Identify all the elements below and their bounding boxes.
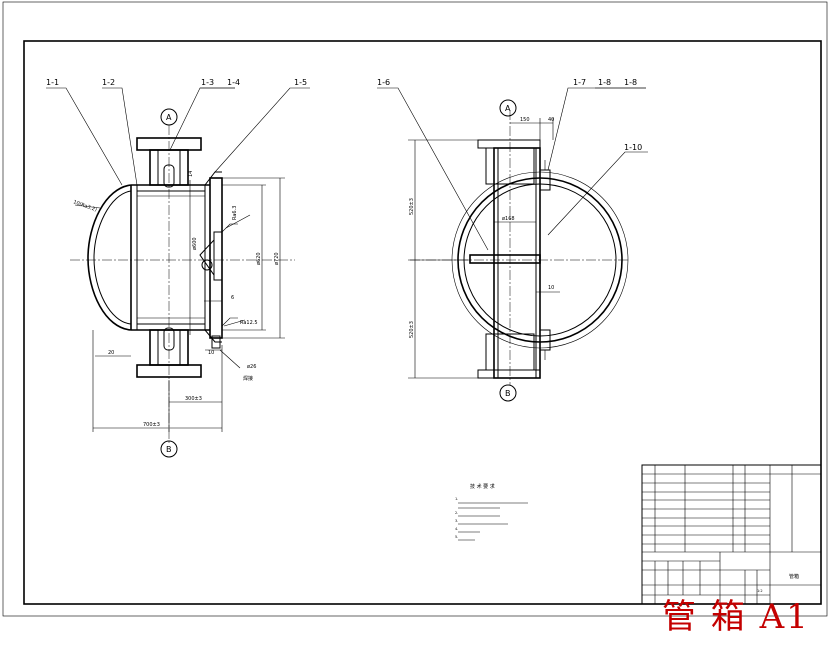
dim-600: ø600 <box>192 237 198 250</box>
technical-requirements: 技 术 要 求 1. 2. 3. 4. 5. <box>455 483 528 541</box>
callout-1-5: 1-5 <box>294 78 307 87</box>
section-marker-b-left <box>160 440 178 458</box>
dim-20: 20 <box>108 350 114 356</box>
tech-req-title: 技 术 要 求 <box>470 483 495 490</box>
callout-1-10: 1-10 <box>624 143 642 152</box>
dim-ra125: Ra12.5 <box>240 320 258 326</box>
labels: 1-1 1-2 1-3 1-4 1-5 1-6 1-7 1-8 1-8 1-10… <box>46 78 642 454</box>
tech-req-line-2: 2. <box>455 511 458 515</box>
note-weld: 焊接 <box>243 375 253 382</box>
watermark-text: 管 箱 A1 <box>662 597 810 637</box>
dim-14: 14 <box>188 171 194 177</box>
dim-10: 10 <box>208 350 214 356</box>
inner-frame <box>23 40 822 605</box>
callout-1-2: 1-2 <box>102 78 115 87</box>
callout-1-4: 1-4 <box>227 78 240 87</box>
dim-300: 300±3 <box>185 396 202 402</box>
dim-520-top: 520±3 <box>409 198 415 215</box>
dim-720: ø720 <box>274 252 280 265</box>
section-marker-a-right <box>499 99 517 117</box>
dim-10-right: 10 <box>548 285 554 291</box>
dim-wall: 10(Ra3.2) <box>72 199 97 213</box>
dim-6: 6 <box>231 295 234 301</box>
marker-b-right-label: B <box>505 389 511 398</box>
tech-req-line-1: 1. <box>455 497 458 501</box>
marker-a-left-label: A <box>166 113 172 122</box>
tech-req-line-4: 4. <box>455 527 458 531</box>
marker-b-left-label: B <box>166 445 172 454</box>
dim-168: ø168 <box>502 216 515 222</box>
dim-150: 150 <box>520 117 530 123</box>
left-view <box>46 87 310 445</box>
title-block: 管箱 1:2 <box>641 464 822 605</box>
dim-26: ø26 <box>247 364 256 370</box>
dim-700: 700±3 <box>143 422 160 428</box>
section-marker-b-right <box>499 384 517 402</box>
title-block-scale: 1:2 <box>757 589 763 593</box>
callout-1-8b: 1-8 <box>624 78 637 87</box>
callout-1-6: 1-6 <box>377 78 390 87</box>
outer-frame <box>2 1 828 617</box>
dim-620: ø620 <box>256 252 262 265</box>
section-marker-a-left <box>160 108 178 126</box>
callout-1-3: 1-3 <box>201 78 214 87</box>
tech-req-line-3: 3. <box>455 519 458 523</box>
callout-1-7: 1-7 <box>573 78 586 87</box>
dim-40: 40 <box>548 117 554 123</box>
title-block-part-name: 管箱 <box>789 573 799 580</box>
dim-520-bot: 520±3 <box>409 321 415 338</box>
callout-1-1: 1-1 <box>46 78 59 87</box>
marker-a-right-label: A <box>505 104 511 113</box>
tech-req-line-5: 5. <box>455 535 458 539</box>
right-view <box>377 87 648 385</box>
callout-1-8a: 1-8 <box>598 78 611 87</box>
dim-ra63: Ra6.3 <box>232 206 238 220</box>
